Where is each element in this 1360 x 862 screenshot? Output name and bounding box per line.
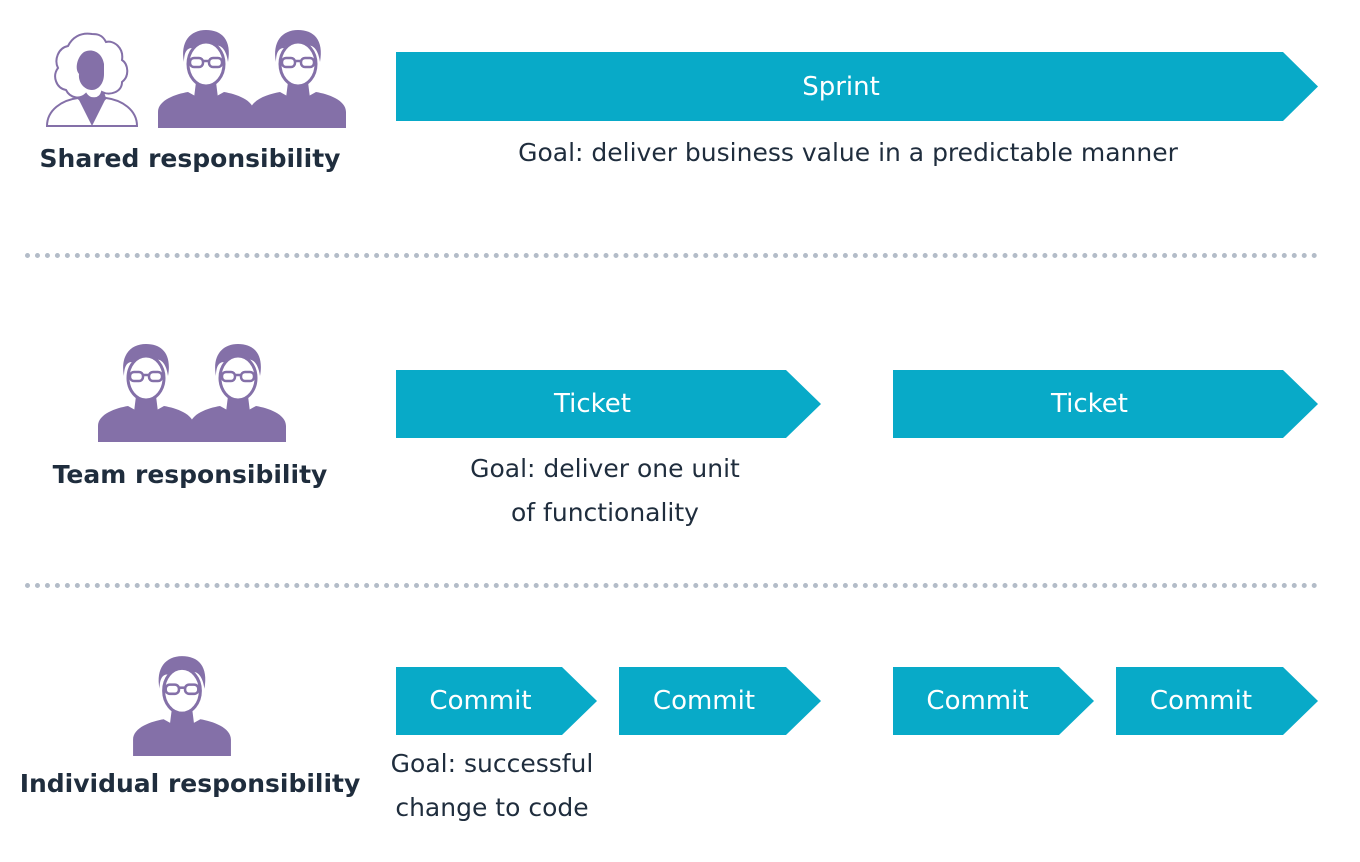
ticket-arrow: Ticket — [396, 370, 821, 438]
commit-label: Commit — [652, 686, 756, 716]
person-glasses-icon — [190, 344, 286, 442]
ticket-label: Ticket — [1051, 389, 1128, 419]
commit-goal-line-2: change to code — [395, 793, 589, 822]
commit-label: Commit — [1149, 686, 1253, 716]
divider — [25, 253, 1318, 258]
sprint-label: Sprint — [802, 71, 880, 102]
team-responsibility-label: Team responsibility — [52, 460, 328, 489]
ticket-goal-line-1: Goal: deliver one unit — [470, 454, 740, 483]
commit-arrow: Commit — [619, 667, 821, 735]
shared-responsibility-label: Shared responsibility — [39, 144, 341, 173]
ticket-label: Ticket — [554, 389, 631, 419]
divider — [25, 583, 1318, 588]
sprint-arrow: Sprint — [396, 52, 1318, 121]
commit-label: Commit — [926, 686, 1029, 716]
individual-responsibility-label: Individual responsibility — [19, 769, 361, 798]
commit-label: Commit — [429, 686, 532, 716]
sprint-goal: Goal: deliver business value in a predic… — [518, 138, 1178, 167]
person-curly-outline-icon — [45, 32, 139, 127]
person-glasses-icon — [250, 30, 346, 128]
person-glasses-icon — [158, 30, 254, 128]
ticket-arrow: Ticket — [893, 370, 1318, 438]
ticket-goal-line-2: of functionality — [511, 498, 699, 527]
person-glasses-icon — [133, 656, 231, 756]
commit-goal-line-1: Goal: successful — [390, 749, 594, 778]
person-glasses-icon — [98, 344, 194, 442]
commit-arrow: Commit — [1116, 667, 1318, 735]
commit-arrow: Commit — [893, 667, 1094, 735]
commit-arrow: Commit — [396, 667, 597, 735]
